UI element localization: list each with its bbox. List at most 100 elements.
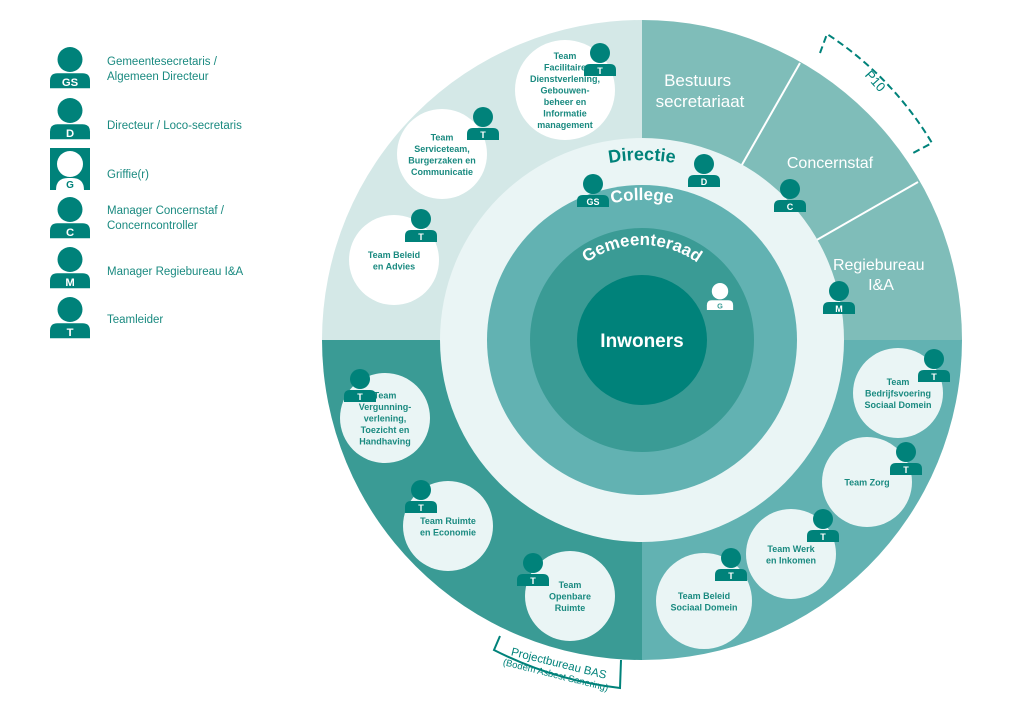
team-label: Team Zorg <box>844 478 889 488</box>
teamleider-icon: T <box>467 107 499 140</box>
teamleider-icon: T <box>890 442 922 475</box>
person-body-icon <box>50 223 90 239</box>
legend-icon-t: T <box>50 297 90 339</box>
person-badge-label: M <box>835 304 843 314</box>
legend-label-d: Directeur / Loco-secretaris <box>107 120 242 132</box>
legend-icon-griffier: G <box>50 148 90 191</box>
person-head-icon <box>57 98 83 123</box>
team-zorg: Team Zorg <box>822 437 912 527</box>
person-body-icon <box>405 501 437 513</box>
person-badge-label: D <box>66 128 74 140</box>
p10-label: P10 <box>862 67 889 94</box>
person-head-icon <box>411 480 431 500</box>
person-head-icon <box>411 209 431 229</box>
person-head-icon <box>57 297 83 322</box>
person-badge-label: C <box>66 227 74 239</box>
college-label: College <box>609 185 675 207</box>
directie-label: Directie <box>607 144 677 167</box>
person-badge-label: T <box>480 130 486 140</box>
person-head-icon <box>590 43 610 63</box>
person-badge-label: T <box>903 465 909 475</box>
team-circle <box>853 348 943 438</box>
person-body-icon <box>890 463 922 475</box>
person-head-icon <box>473 107 493 127</box>
inwoners-label: Inwoners <box>600 331 683 352</box>
legend-label-t: Teamleider <box>107 314 164 326</box>
person-head-icon <box>721 548 741 568</box>
person-body-icon <box>807 530 839 542</box>
person-body-icon <box>50 124 90 140</box>
person-body-icon <box>517 574 549 586</box>
person-head-icon <box>813 509 833 529</box>
manager-concernstaf-icon: C <box>774 179 806 212</box>
person-body-icon <box>577 195 609 207</box>
person-head-icon <box>780 179 800 199</box>
person-head-icon <box>583 174 603 194</box>
person-badge-label: T <box>67 327 74 339</box>
teamleider-icon: T <box>807 509 839 542</box>
person-icons: T T T T T T T T T T GS D C M G <box>344 43 950 586</box>
person-badge-label: T <box>418 232 424 242</box>
person-badge-label: T <box>931 372 937 382</box>
legend-icon-m: M <box>50 247 90 289</box>
person-badge-label: C <box>787 202 794 212</box>
legend: GS D G C M T <box>50 47 90 339</box>
team-circle <box>349 215 439 305</box>
manager-regiebureau-icon: M <box>823 281 855 314</box>
person-head-icon <box>350 369 370 389</box>
legend-label-gs: Gemeentesecretaris / Algemeen Directeur <box>107 56 217 83</box>
legend-badge: G <box>66 180 74 191</box>
legend-label-m: Manager Regiebureau I&A <box>107 266 244 278</box>
person-head-icon <box>57 47 83 72</box>
inwoners-circle <box>577 275 707 405</box>
legend-icon-gs: GS <box>50 47 90 89</box>
teamleider-icon: T <box>918 349 950 382</box>
regiebureau-label: Regiebureau I&A <box>833 257 929 294</box>
person-head-icon <box>924 349 944 369</box>
person-head-icon <box>57 197 83 222</box>
gemeentesecretaris-icon: GS <box>577 174 609 207</box>
teamleider-icon: T <box>715 548 747 581</box>
directeur-icon: D <box>688 154 720 187</box>
team-circle <box>397 109 487 199</box>
person-badge-label: T <box>728 571 734 581</box>
person-badge-label: T <box>418 503 424 513</box>
legend-label-g: Griffie(r) <box>107 169 149 181</box>
person-body-icon <box>344 390 376 402</box>
person-badge-label: GS <box>586 197 599 207</box>
teamleider-icon: T <box>405 480 437 513</box>
teamleider-icon: T <box>584 43 616 76</box>
person-body-icon <box>774 200 806 212</box>
teamleider-icon: T <box>405 209 437 242</box>
person-body-icon <box>706 300 734 311</box>
concernstaf-label: Concernstaf <box>787 155 874 172</box>
team-circle <box>656 553 752 649</box>
person-head-icon <box>829 281 849 301</box>
person-head-icon <box>694 154 714 174</box>
person-badge-label: GS <box>62 77 79 89</box>
teamleider-icon: T <box>344 369 376 402</box>
person-badge-label: M <box>65 277 74 289</box>
person-head-icon <box>711 283 729 300</box>
person-body-icon <box>467 128 499 140</box>
person-body-icon <box>584 64 616 76</box>
teamleider-icon: T <box>517 553 549 586</box>
person-body-icon <box>688 175 720 187</box>
person-badge-label: T <box>820 532 826 542</box>
person-head-icon <box>896 442 916 462</box>
person-body-icon <box>918 370 950 382</box>
griffier-icon: G <box>706 283 734 311</box>
